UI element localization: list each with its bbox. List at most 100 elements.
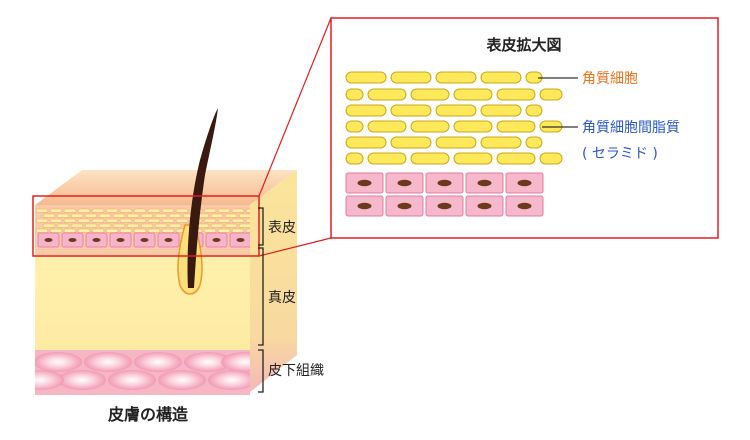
corneocyte — [345, 71, 387, 84]
corneocyte — [345, 88, 364, 101]
corneocyte — [453, 120, 493, 133]
fat-cell — [158, 370, 206, 390]
mini-corneocyte — [119, 208, 133, 213]
corneocyte — [345, 120, 364, 133]
corneocyte — [435, 71, 477, 84]
cell-nucleus — [357, 202, 372, 210]
mini-corneocyte — [133, 228, 147, 233]
mini-corneocyte — [35, 208, 49, 213]
mini-corneocyte — [49, 218, 63, 223]
corneocyte — [453, 88, 493, 101]
callout-line-bottom — [258, 237, 332, 257]
mini-corneocyte — [77, 228, 91, 233]
diagram-caption: 皮膚の構造 — [107, 405, 189, 424]
mini-corneocyte — [70, 223, 84, 228]
label-subcutaneous: 皮下組織 — [268, 363, 324, 379]
mini-corneocyte — [217, 208, 231, 213]
mini-corneocyte — [147, 208, 161, 213]
mini-corneocyte — [210, 223, 224, 228]
mini-corneocyte — [91, 208, 105, 213]
mini-corneocyte — [238, 213, 250, 218]
mini-corneocyte — [203, 218, 217, 223]
mini-corneocyte — [35, 218, 49, 223]
corneocyte — [496, 120, 536, 133]
corneocyte — [539, 88, 563, 101]
corneocyte — [496, 152, 536, 165]
corneocyte — [367, 152, 407, 165]
mini-corneocyte — [63, 208, 77, 213]
mini-corneocyte — [147, 228, 161, 233]
corneocyte — [525, 104, 543, 117]
mini-corneocyte — [175, 208, 189, 213]
mini-corneocyte — [112, 213, 126, 218]
mini-corneocyte — [56, 213, 70, 218]
corneocyte — [410, 88, 450, 101]
label-ceramide: ( セラミド ) — [582, 146, 658, 162]
mini-corneocyte — [245, 208, 250, 213]
mini-cell-nucleus — [164, 238, 173, 242]
mini-corneocyte — [168, 223, 182, 228]
mini-corneocyte — [203, 228, 217, 233]
mini-corneocyte — [238, 223, 250, 228]
mini-corneocyte — [161, 228, 175, 233]
cell-nucleus — [397, 179, 412, 187]
mini-corneocyte — [119, 218, 133, 223]
corneocyte — [496, 88, 536, 101]
hair-shaft — [187, 108, 218, 288]
mini-cell-nucleus — [212, 238, 221, 242]
mini-corneocyte — [133, 208, 147, 213]
mini-corneocyte — [49, 228, 63, 233]
mini-corneocyte — [217, 228, 231, 233]
cell-nucleus — [357, 179, 372, 187]
corneocyte — [480, 71, 522, 84]
mini-corneocyte — [84, 213, 98, 218]
cell-nucleus — [437, 202, 452, 210]
fat-cell — [208, 370, 250, 390]
mini-corneocyte — [203, 208, 217, 213]
epidermis-callout-box — [32, 195, 260, 257]
label-corneocyte: 角質細胞 — [582, 71, 638, 87]
corneocyte — [345, 104, 387, 117]
corneocyte — [480, 136, 522, 149]
corneocyte — [525, 136, 543, 149]
mini-corneocyte — [98, 223, 112, 228]
fat-cell — [84, 352, 132, 372]
mini-corneocyte — [91, 228, 105, 233]
subcutaneous-layer — [35, 350, 250, 395]
mini-corneocyte — [147, 218, 161, 223]
mini-corneocyte — [175, 218, 189, 223]
cell-nucleus — [517, 179, 532, 187]
corneocyte — [410, 120, 450, 133]
cell-nucleus — [517, 202, 532, 210]
mini-corneocyte — [77, 218, 91, 223]
inset-title: 表皮拡大図 — [486, 36, 561, 54]
fat-cell — [184, 352, 232, 372]
mini-corneocyte — [133, 218, 147, 223]
corneocyte — [390, 71, 432, 84]
mini-corneocyte — [231, 228, 245, 233]
skin-side-face — [250, 170, 297, 392]
mini-corneocyte — [84, 223, 98, 228]
mini-corneocyte — [105, 218, 119, 223]
mini-corneocyte — [231, 208, 245, 213]
mini-cell-nucleus — [140, 238, 149, 242]
mini-corneocyte — [63, 218, 77, 223]
corneocyte — [345, 136, 387, 149]
mini-corneocyte — [140, 223, 154, 228]
mini-corneocyte — [77, 208, 91, 213]
fat-cell — [35, 352, 82, 372]
mini-corneocyte — [210, 213, 224, 218]
mini-corneocyte — [119, 228, 133, 233]
mini-corneocyte — [224, 223, 238, 228]
mini-corneocyte — [161, 208, 175, 213]
fat-cell — [35, 370, 64, 390]
mini-cell-nucleus — [92, 238, 101, 242]
corneocyte — [453, 152, 493, 165]
mini-corneocyte — [154, 223, 168, 228]
corneocyte — [367, 88, 407, 101]
mini-corneocyte — [245, 228, 250, 233]
mini-corneocyte — [49, 208, 63, 213]
mini-corneocyte — [112, 223, 126, 228]
mini-corneocyte — [105, 228, 119, 233]
mini-corneocyte — [217, 218, 231, 223]
